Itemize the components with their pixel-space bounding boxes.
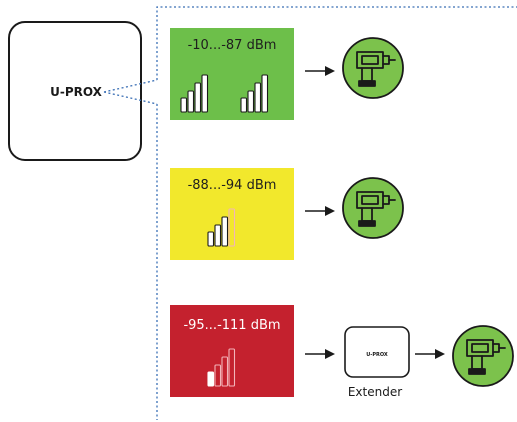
signal-bar: [207, 231, 215, 247]
zone-medium-box: [170, 168, 294, 260]
zone-weak: -95...-111 dBm: [170, 305, 294, 397]
link-top-line: [156, 6, 517, 80]
zone-strong: -10...-87 dBm: [170, 28, 294, 120]
device-icon: [452, 325, 514, 387]
zone-weak-box: [170, 305, 294, 397]
signal-bar: [214, 224, 222, 247]
hub-device-box: [8, 21, 142, 161]
signal-bar: [214, 364, 222, 387]
device-icon: [342, 177, 404, 239]
arrow-icon: [415, 349, 445, 359]
signal-bar: [228, 348, 236, 387]
extender-device-label: U-PROX: [366, 352, 388, 358]
signal-bar: [221, 356, 229, 387]
signal-bar: [187, 90, 195, 113]
signal-bar: [254, 82, 262, 113]
hub-link-line: [103, 79, 158, 105]
arrow-icon: [305, 206, 335, 216]
zone-medium-range-label: -88...-94 dBm: [188, 178, 277, 193]
signal-strength-icon: [207, 348, 236, 387]
signal-bar: [201, 74, 209, 113]
link-lines: [103, 6, 517, 420]
signal-strength-icon: [180, 74, 209, 113]
device-icon: [342, 37, 404, 99]
signal-bar: [194, 82, 202, 113]
signal-bar: [207, 371, 215, 387]
power-drill-icon: [356, 51, 396, 87]
zone-strong-range-label: -10...-87 dBm: [188, 38, 277, 53]
signal-bar: [240, 97, 248, 113]
arrow-icon: [305, 349, 335, 359]
power-drill-icon: [356, 191, 396, 227]
arrows: [305, 66, 445, 359]
hub-label: U-PROX: [50, 85, 103, 99]
extender-device-box: [344, 326, 410, 378]
extender-label: Extender: [348, 385, 402, 399]
signal-bar: [247, 90, 255, 113]
arrow-icon: [305, 66, 335, 76]
zone-medium: -88...-94 dBm: [170, 168, 294, 260]
power-drill-icon: [466, 339, 506, 375]
zone-weak-range-label: -95...-111 dBm: [183, 318, 280, 333]
signal-bar: [261, 74, 269, 113]
signal-bar: [228, 208, 236, 247]
signal-strength-icon: [240, 74, 269, 113]
signal-bar: [180, 97, 188, 113]
signal-strength-icon: [207, 208, 236, 247]
signal-bar: [221, 216, 229, 247]
